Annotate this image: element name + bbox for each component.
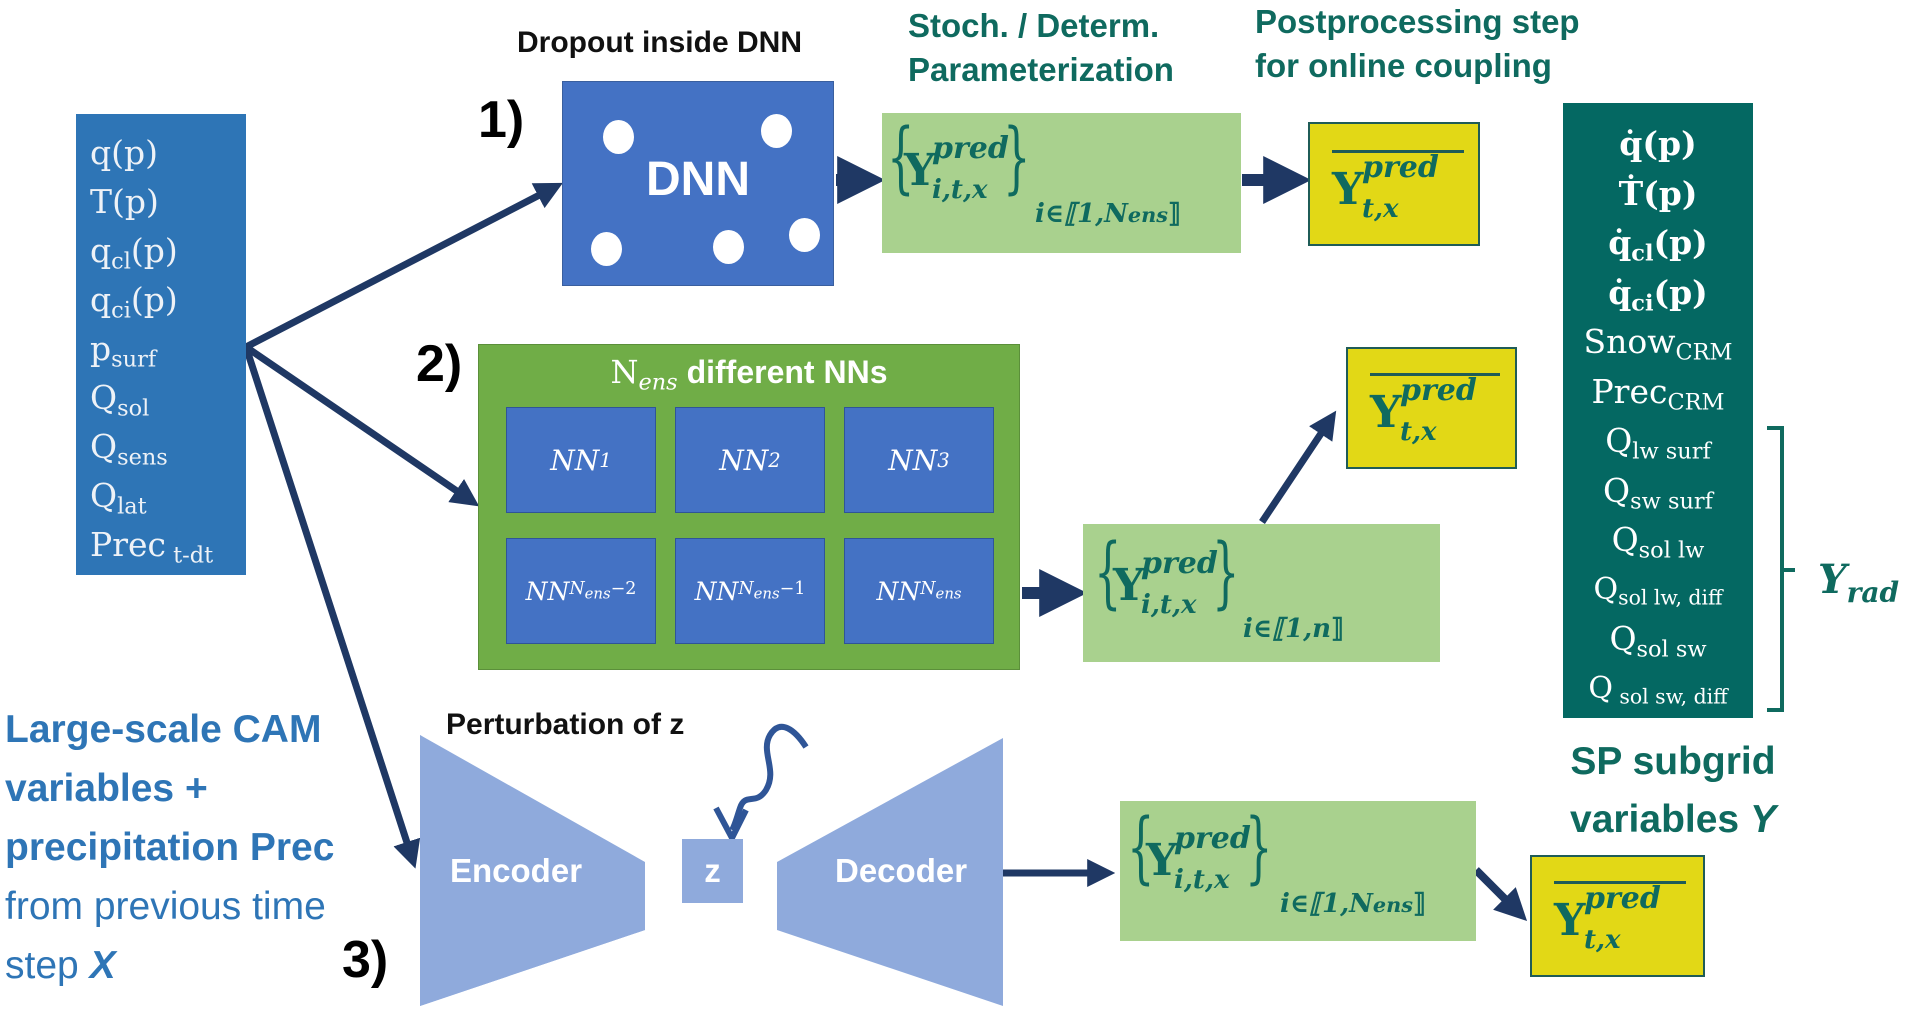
output-var: SnowCRM: [1583, 322, 1733, 366]
step-2-label: 2): [416, 335, 463, 393]
input-caption: Large-scale CAM variables + precipitatio…: [5, 708, 335, 987]
yrad-label: Yrad: [1818, 556, 1900, 609]
input-var: q(p): [90, 133, 158, 172]
output-var: Ṫ(p): [1618, 173, 1698, 213]
dropout-node-icon: [603, 120, 634, 154]
output-var: PrecCRM: [1591, 371, 1725, 415]
dropout-node-icon: [591, 232, 622, 266]
encoder-body: [420, 735, 645, 1006]
input-variables-box: q(p) T(p) qcl(p) qci(p) psurf Qsol Qsens…: [76, 114, 246, 575]
step-3-label: 3): [342, 931, 389, 989]
perturbation-label: Perturbation of z: [446, 708, 685, 741]
dnn-label: DNN: [646, 153, 750, 206]
prediction-mean-2: Y pred t,x: [1346, 347, 1517, 469]
mean-overbar: [1332, 150, 1464, 153]
output-var: Qsw surf: [1603, 470, 1713, 514]
prediction-mean-1: Y pred t,x: [1308, 122, 1480, 246]
dnn-box: DNN: [562, 81, 834, 286]
input-var: qcl(p): [90, 231, 178, 275]
input-var: Qsol: [90, 378, 150, 422]
dropout-node-icon: [713, 230, 744, 264]
input-var: Prec t-dt: [90, 525, 214, 569]
prediction-mean-3: Y pred t,x: [1530, 855, 1705, 977]
parameterization-header: Stoch. / Determ. Parameterization: [908, 7, 1174, 88]
output-var: Qlw surf: [1605, 421, 1711, 465]
yrad-bracket: [1767, 426, 1795, 712]
input-var: T(p): [90, 182, 159, 221]
step-1-label: 1): [478, 91, 525, 149]
arrow-predictions-to-mean-3: [1473, 867, 1528, 922]
arrow-input-to-ensemble: [244, 344, 480, 507]
prediction-set-3: { Y pred i,t,x } i∈⟦1,Nens⟧: [1120, 801, 1476, 941]
output-var: Qsol lw, diff: [1593, 571, 1723, 610]
input-var: qci(p): [90, 280, 178, 324]
output-var: q̇(p): [1619, 124, 1697, 163]
output-var: q̇cl(p): [1608, 223, 1708, 267]
encoder-label: Encoder: [450, 852, 583, 889]
input-var: Qsens: [90, 427, 168, 471]
arrow-predictions-to-mean-2: [1259, 410, 1337, 524]
dropout-node-icon: [789, 218, 820, 252]
input-var: Qlat: [90, 476, 147, 520]
dropout-node-icon: [761, 114, 792, 148]
arrow-input-to-dnn: [244, 182, 563, 351]
output-var: q̇ci(p): [1608, 272, 1708, 316]
output-variables-box: q̇(p) Ṫ(p) q̇cl(p) q̇ci(p) SnowCRM PrecC…: [1563, 103, 1753, 718]
prediction-set-2: { Y pred i,t,x } i∈⟦1,n⟧: [1083, 524, 1440, 662]
arrow-input-to-encoder: [242, 345, 421, 869]
mean-overbar: [1370, 373, 1500, 376]
postprocessing-header: Postprocessing step for online coupling: [1255, 3, 1580, 84]
perturbation-squiggle: [729, 723, 809, 832]
output-var: Qsol sw: [1609, 619, 1707, 663]
dropout-header: Dropout inside DNN: [517, 26, 802, 59]
prediction-set-1: { Y pred i,t,x } i∈⟦1,Nens⟧: [882, 113, 1241, 253]
output-var: Q sol sw, diff: [1588, 670, 1728, 709]
latent-z-box: z: [682, 839, 743, 903]
output-var: Qsol lw: [1611, 520, 1705, 564]
perturbation-arrowhead: [713, 806, 749, 845]
ensemble-title: Nens different NNs: [610, 353, 888, 396]
input-var: psurf: [90, 329, 157, 373]
decoder-label: Decoder: [835, 852, 968, 889]
decoder-body: [777, 738, 1003, 1006]
output-caption: SP subgrid variables Y: [1570, 740, 1776, 841]
mean-overbar: [1554, 881, 1686, 884]
